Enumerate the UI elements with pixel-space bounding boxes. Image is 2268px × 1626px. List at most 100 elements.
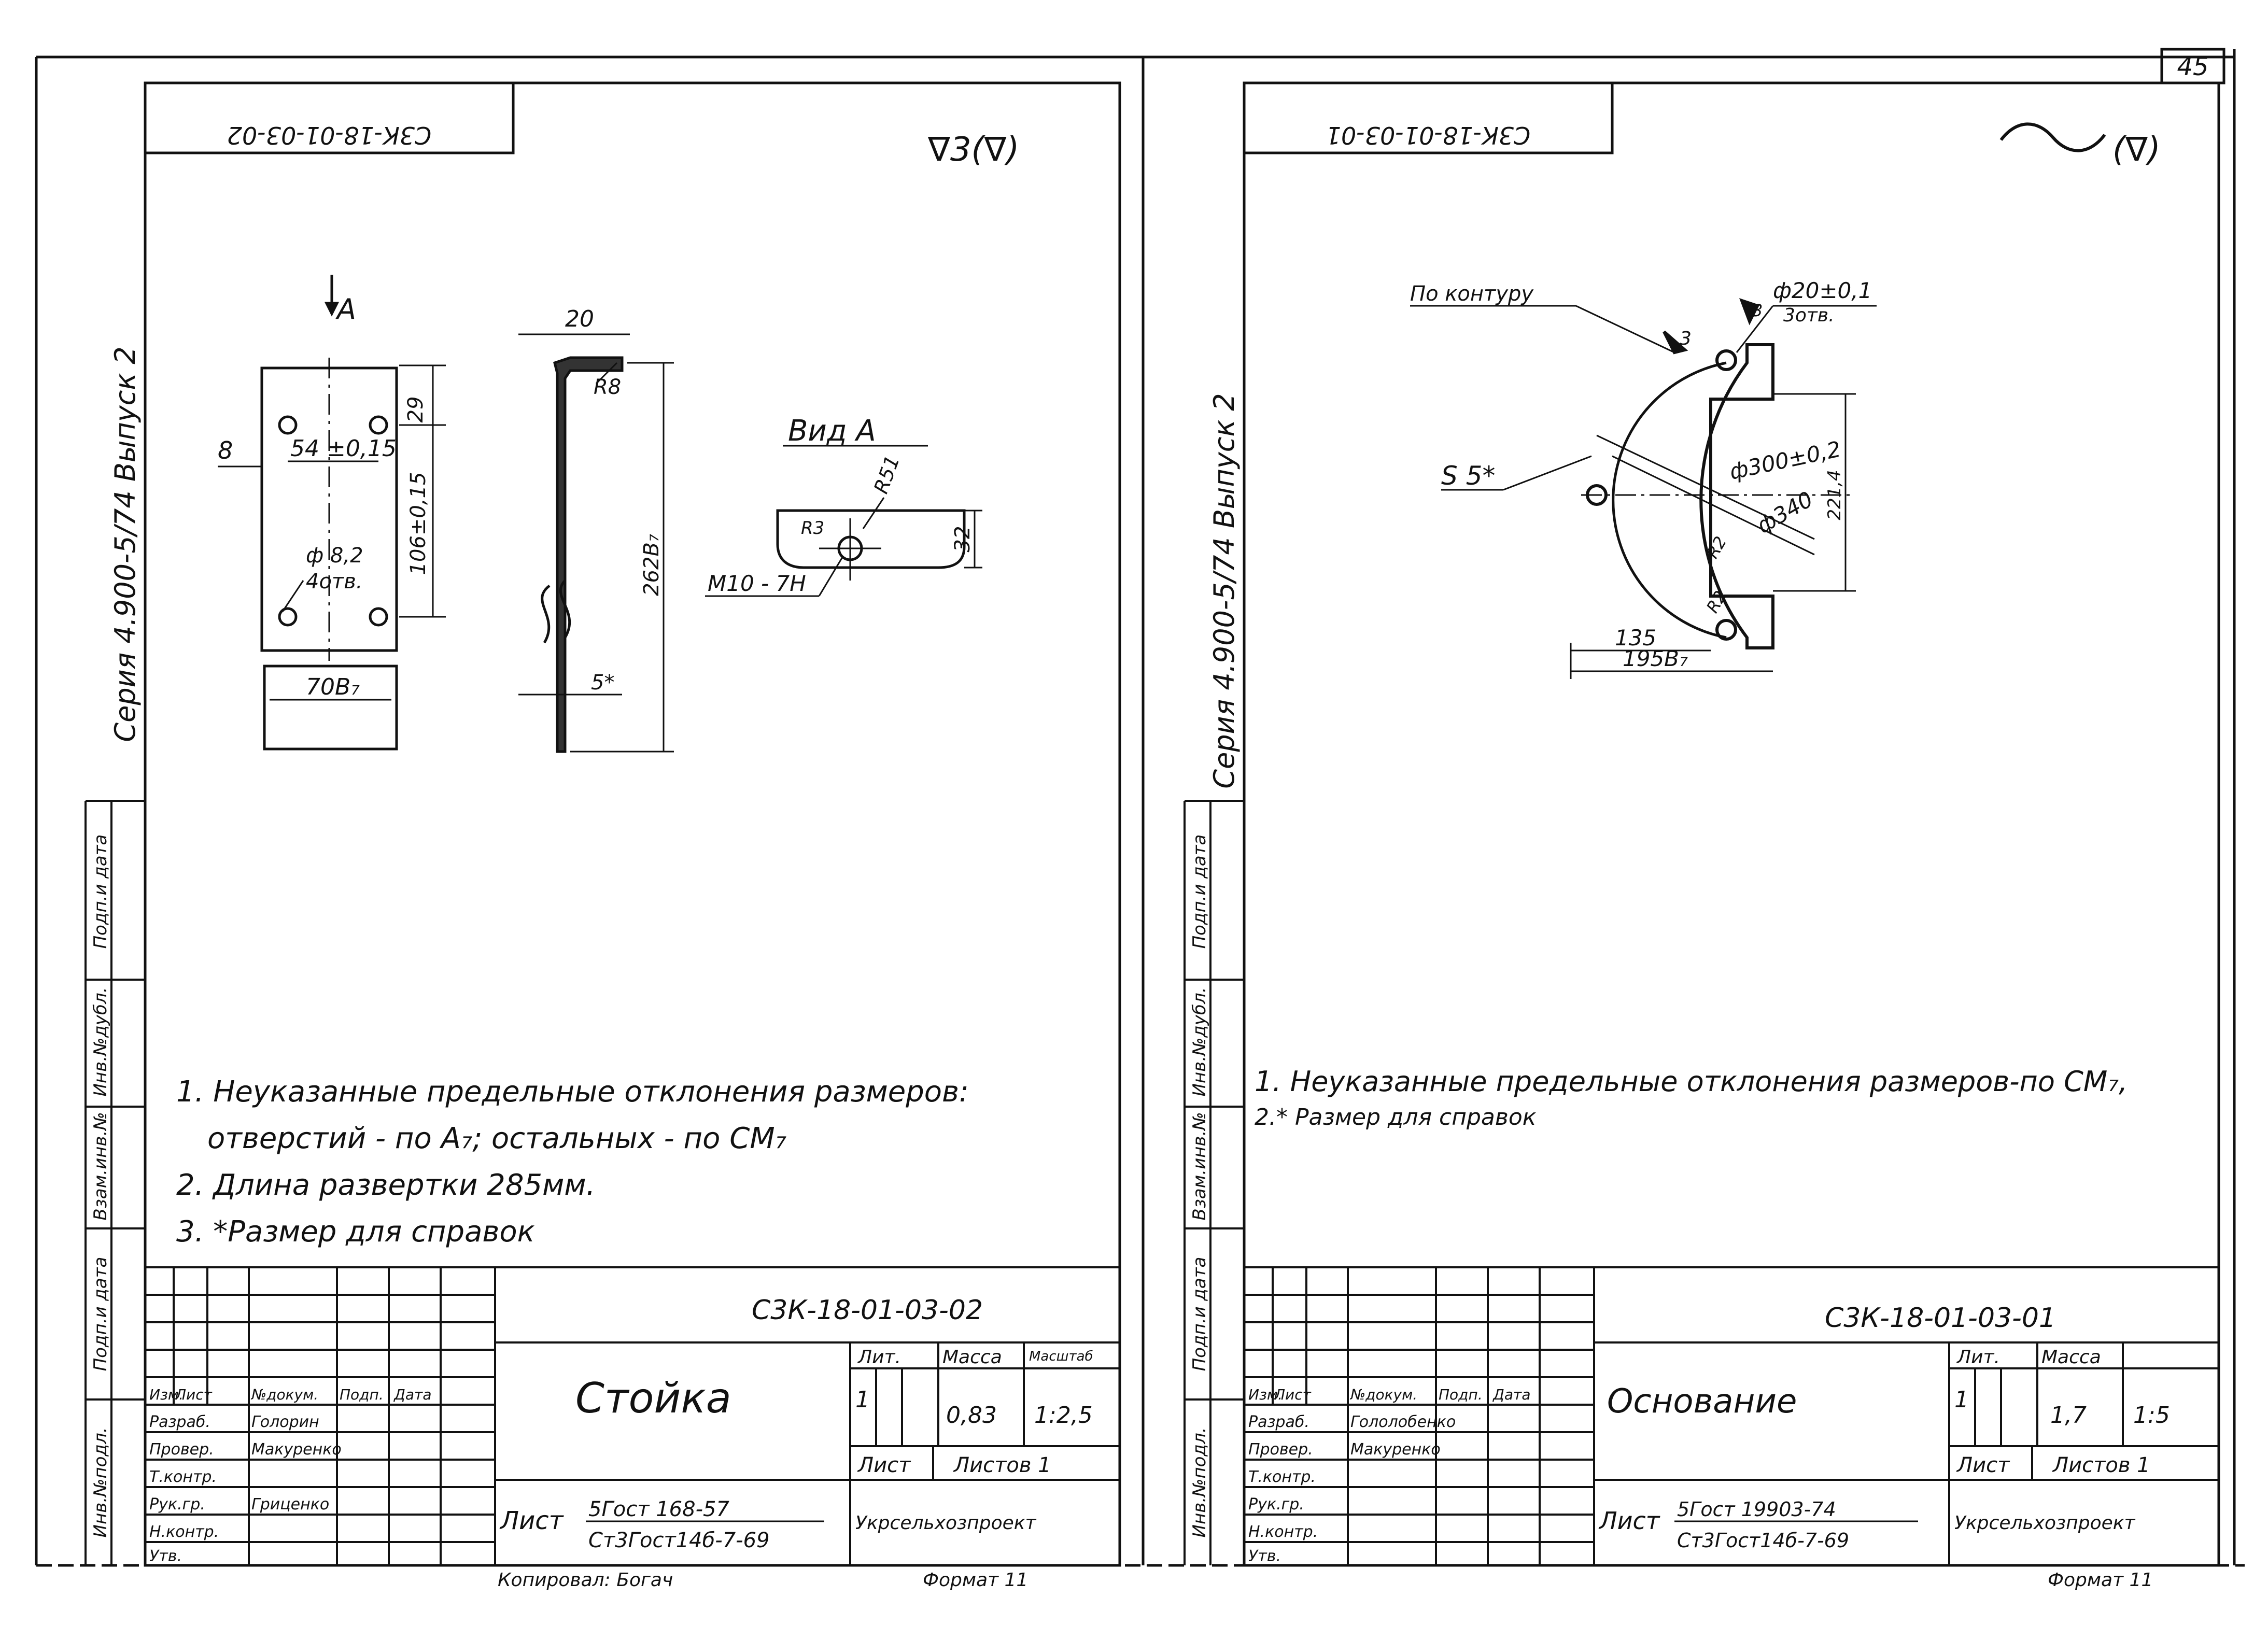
- right-role-6: Утв.: [1248, 1547, 1281, 1565]
- left-side-label-4: Подп.и дата: [90, 1257, 111, 1372]
- left-dim-20: 20: [565, 306, 594, 332]
- left-dim-r3: R3: [801, 518, 824, 539]
- right-sheet: С3К-18-01-03-01 (∇) Серия 4.900-5/74 Вып…: [1184, 81, 2220, 1591]
- left-header-izm: Изм.: [149, 1386, 184, 1403]
- left-note-1: 1. Неуказанные предельные отклонения раз…: [176, 1075, 969, 1109]
- right-role-1: Разраб.: [1248, 1413, 1309, 1431]
- left-dim-32: 32: [951, 526, 975, 553]
- left-lit-value: 1: [855, 1387, 870, 1413]
- sheet-frames: [35, 48, 2245, 1567]
- left-note-4: 3. *Размер для справок: [176, 1215, 535, 1249]
- right-sheet-label: Лист: [1956, 1453, 2010, 1477]
- left-organization: Укрсельхозпроект: [855, 1512, 1036, 1534]
- right-dim-135: 135: [1615, 625, 1656, 651]
- left-title-name: Стойка: [575, 1374, 731, 1422]
- right-s-label: S 5*: [1441, 461, 1495, 491]
- right-role-4: Рук.гр.: [1248, 1495, 1304, 1514]
- right-note-2: 2.* Размер для справок: [1255, 1104, 1537, 1130]
- left-view-a: [705, 445, 982, 597]
- page-number: 45: [2177, 52, 2208, 81]
- right-format: Формат 11: [2048, 1570, 2153, 1591]
- left-dim-r8: R8: [594, 375, 621, 399]
- left-mass-header: Масса: [942, 1347, 1002, 1368]
- right-material-line-2: Ст3Гост14б-7-69: [1677, 1529, 1849, 1552]
- left-copied-by: Копировал: Богач: [498, 1570, 673, 1591]
- right-scale-value: 1:5: [2133, 1402, 2170, 1429]
- left-view-a-title: Вид А: [788, 414, 876, 448]
- left-name-4: Гриценко: [251, 1495, 329, 1514]
- right-sheets-label: Листов 1: [2052, 1453, 2150, 1477]
- right-base-half-ring: [1410, 298, 1877, 679]
- left-dim-r51: R51: [869, 453, 904, 497]
- left-side-label-1: Подп.и дата: [90, 835, 111, 949]
- left-side-profile: [518, 333, 674, 753]
- left-scale-header: Масштаб: [1029, 1349, 1093, 1364]
- right-material-prefix: Лист: [1598, 1507, 1660, 1535]
- left-role-2: Провер.: [149, 1440, 214, 1459]
- right-roughness-symbol: (∇): [2112, 131, 2161, 169]
- left-plate-front-view: [218, 275, 446, 751]
- left-header-doc: №докум.: [250, 1386, 318, 1403]
- left-header-sign: Подп.: [340, 1386, 384, 1403]
- right-dim-r2-b: R2: [1702, 587, 1730, 616]
- left-mass-value: 0,83: [946, 1402, 997, 1429]
- right-name-2: Макуренко: [1350, 1440, 1441, 1459]
- right-role-3: Т.контр.: [1248, 1468, 1316, 1486]
- left-note-2: отверстий - по А₇; остальных - по СМ₇: [207, 1122, 787, 1155]
- right-contour-mark: 3: [1680, 328, 1692, 349]
- right-rotated-stamp: С3К-18-01-03-01: [1326, 121, 1531, 149]
- right-mass-header: Масса: [2041, 1347, 2101, 1368]
- right-hole-dim: ф20±0,1: [1773, 278, 1872, 303]
- left-title-code: С3К-18-01-03-02: [752, 1295, 983, 1326]
- right-dim-r2-a: R2: [1702, 533, 1730, 562]
- left-side-label-3: Взам.инв.№: [90, 1112, 111, 1220]
- left-role-3: Т.контр.: [149, 1468, 217, 1486]
- right-note-1: 1. Неуказанные предельные отклонения раз…: [1255, 1065, 2128, 1098]
- left-material-line-1: 5Гост 168-57: [588, 1497, 729, 1521]
- left-dim-262: 262В₇: [640, 534, 664, 596]
- right-side-label-2: Инв.№дубл.: [1189, 987, 1210, 1096]
- left-hole-note-1: ф 8,2: [306, 544, 363, 568]
- right-organization: Укрсельхозпроект: [1954, 1512, 2135, 1534]
- left-material-line-2: Ст3Гост14б-7-69: [588, 1529, 770, 1552]
- left-series-label: Серия 4.900-5/74 Выпуск 2: [109, 346, 142, 742]
- left-dim-29: 29: [404, 397, 428, 423]
- right-side-label-3: Взам.инв.№: [1189, 1112, 1210, 1220]
- left-role-4: Рук.гр.: [149, 1495, 205, 1514]
- left-dim-8: 8: [218, 436, 233, 464]
- left-role-6: Утв.: [149, 1547, 182, 1565]
- left-thread-label: М10 - 7Н: [708, 571, 806, 596]
- left-rotated-stamp: С3К-18-01-03-02: [227, 121, 432, 149]
- right-title-code: С3К-18-01-03-01: [1825, 1303, 2056, 1334]
- right-hole-mark: 3: [1752, 301, 1763, 320]
- right-header-doc: №докум.: [1349, 1386, 1417, 1403]
- left-hole-note-2: 4отв.: [306, 570, 363, 593]
- right-contour-label: По контуру: [1410, 282, 1534, 306]
- left-note-3: 2. Длина развертки 285мм.: [176, 1168, 595, 1202]
- left-scale-value: 1:2,5: [1034, 1402, 1093, 1429]
- right-side-label-5: Инв.№подл.: [1189, 1427, 1210, 1538]
- right-side-label-4: Подп.и дата: [1189, 1257, 1210, 1372]
- left-header-list: Лист: [175, 1386, 213, 1403]
- left-format: Формат 11: [923, 1570, 1028, 1591]
- left-sheet: С3К-18-01-03-02 ∇3(∇) Серия 4.900-5/74 В…: [84, 81, 1121, 1591]
- left-role-5: Н.контр.: [149, 1523, 219, 1541]
- left-sheets-label: Листов 1: [953, 1453, 1051, 1477]
- left-role-1: Разраб.: [149, 1413, 210, 1431]
- right-header-izm: Изм.: [1248, 1386, 1283, 1403]
- right-dim-221: 221,4: [1824, 470, 1845, 520]
- left-view-arrow-label: А: [335, 293, 356, 326]
- right-side-label-1: Подп.и дата: [1189, 835, 1210, 949]
- right-series-label: Серия 4.900-5/74 Выпуск 2: [1208, 393, 1241, 788]
- right-role-5: Н.контр.: [1248, 1523, 1318, 1541]
- right-header-list: Лист: [1274, 1386, 1312, 1403]
- left-roughness-symbol: ∇3(∇): [927, 131, 1019, 169]
- left-material-prefix: Лист: [499, 1506, 565, 1535]
- left-name-2: Макуренко: [251, 1440, 342, 1459]
- left-dim-5: 5*: [591, 671, 614, 695]
- right-roughness-tilde: [1999, 122, 2106, 152]
- right-title-block-grid: [1243, 1266, 2220, 1566]
- right-name-1: Гололобенко: [1350, 1413, 1456, 1431]
- left-header-date: Дата: [393, 1386, 432, 1403]
